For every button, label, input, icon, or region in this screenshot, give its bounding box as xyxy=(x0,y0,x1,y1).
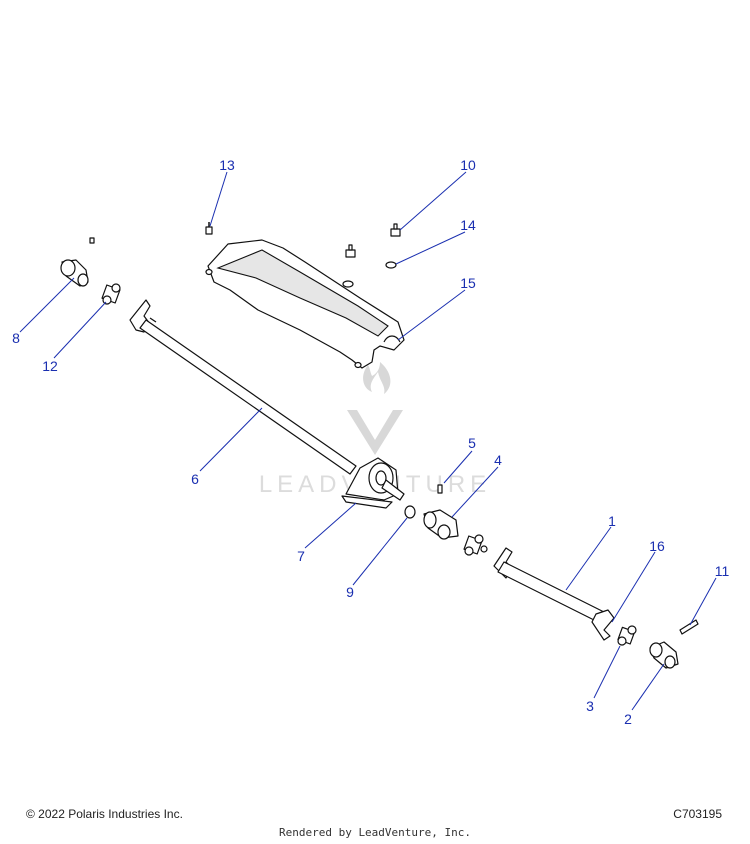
callout-3: 3 xyxy=(586,698,594,714)
part-ujoint-3 xyxy=(617,625,637,646)
figure-id: C703195 xyxy=(673,807,722,821)
part-pin-11 xyxy=(679,619,699,635)
callout-12: 12 xyxy=(42,358,58,374)
part-washer-shield xyxy=(342,280,354,288)
callout-15: 15 xyxy=(460,275,476,291)
part-bolt-13 xyxy=(205,222,213,235)
copyright-text: © 2022 Polaris Industries Inc. xyxy=(26,807,183,821)
part-coupler-4 xyxy=(423,509,459,540)
leader-lines xyxy=(19,171,717,711)
part-carrier-bearing-7 xyxy=(341,457,405,509)
callout-labels: 13 10 14 15 8 12 6 7 9 5 4 1 16 11 3 2 xyxy=(12,157,729,727)
part-grease-fitting-5 xyxy=(437,484,443,494)
part-yoke-2 xyxy=(649,641,679,669)
part-grease-fitting-8 xyxy=(89,237,95,244)
part-bolt-10 xyxy=(390,223,401,237)
part-front-propshaft-6 xyxy=(129,299,357,475)
rendered-by-text: Rendered by LeadVenture, Inc. xyxy=(278,826,472,839)
callout-8: 8 xyxy=(12,330,20,346)
part-nut-shield xyxy=(345,244,356,258)
callout-6: 6 xyxy=(191,471,199,487)
part-oring-9 xyxy=(404,505,416,519)
part-heat-shield xyxy=(205,239,405,369)
callout-14: 14 xyxy=(460,217,476,233)
watermark-logo xyxy=(347,362,403,455)
callout-11: 11 xyxy=(715,563,730,579)
callout-5: 5 xyxy=(468,435,476,451)
callout-7: 7 xyxy=(297,548,305,564)
part-rear-propshaft-1 xyxy=(493,547,615,641)
callout-13: 13 xyxy=(219,157,235,173)
callout-9: 9 xyxy=(346,584,354,600)
part-ujoint-12 xyxy=(101,283,121,305)
part-washer-14 xyxy=(385,261,397,269)
part-ujoint-center xyxy=(463,534,488,556)
part-yoke-8 xyxy=(60,259,89,287)
callout-2: 2 xyxy=(624,711,632,727)
callout-4: 4 xyxy=(494,452,502,468)
callout-10: 10 xyxy=(460,157,476,173)
callout-16: 16 xyxy=(649,538,665,554)
callout-1: 1 xyxy=(608,513,616,529)
